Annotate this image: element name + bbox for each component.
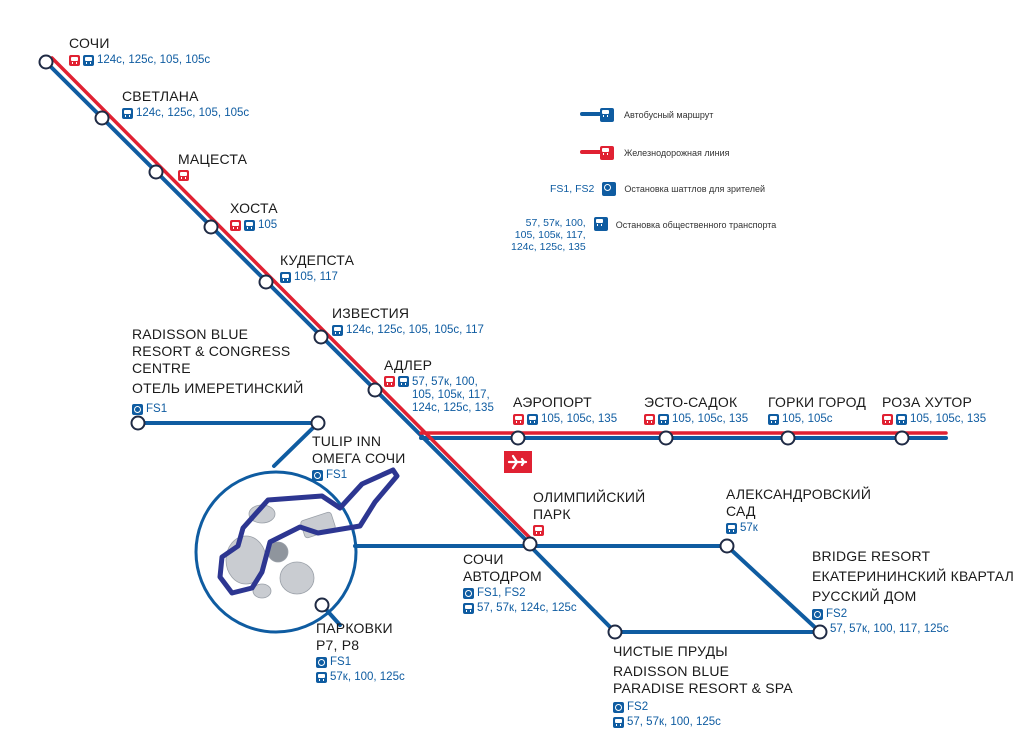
stop-gorki-gorod — [780, 430, 796, 446]
bus-icon — [463, 603, 474, 614]
stop-khosta — [203, 219, 219, 235]
train-icon — [384, 376, 395, 387]
train-icon — [644, 414, 655, 425]
bus-icon — [332, 325, 343, 336]
rail-lines — [50, 56, 948, 542]
stop-bridge-resort — [812, 624, 828, 640]
station-izvestiya: ИЗВЕСТИЯ 124с, 125с, 105, 105с, 117 — [332, 305, 484, 336]
stop-izvestiya — [313, 329, 329, 345]
train-icon — [230, 220, 241, 231]
stop-chistye-prudy — [607, 624, 623, 640]
shuttle-icon — [132, 404, 143, 415]
station-chistye-prudy: ЧИСТЫЕ ПРУДЫ RADISSON BLUE PARADISE RESO… — [613, 643, 793, 728]
stop-kudepsta — [258, 274, 274, 290]
train-icon — [178, 170, 189, 181]
station-svetlana: СВЕТЛАНА 124с, 125с, 105, 105с — [122, 88, 250, 119]
station-sochi: СОЧИ 124с, 125с, 105, 105с — [69, 35, 211, 66]
station-khosta: ХОСТА 105 — [230, 200, 278, 231]
station-adler: АДЛЕР 57, 57к, 100, 105, 105к, 117, 124с… — [384, 357, 494, 414]
bus-icon — [726, 523, 737, 534]
train-icon — [600, 146, 614, 160]
stop-radisson — [130, 415, 146, 431]
station-matsesta: МАЦЕСТА — [178, 151, 247, 181]
station-olympic-park: ОЛИМПИЙСКИЙ ПАРК — [533, 489, 645, 536]
stop-tulip-inn — [310, 415, 326, 431]
station-bridge-resort: BRIDGE RESORT ЕКАТЕРИНИНСКИЙ КВАРТАЛ РУС… — [812, 548, 1014, 635]
sad-branch — [725, 544, 822, 634]
bus-icon — [896, 414, 907, 425]
shuttle-icon — [613, 702, 624, 713]
train-icon — [513, 414, 524, 425]
shuttle-icon — [316, 657, 327, 668]
bus-icon — [593, 217, 608, 231]
stop-sochi — [38, 54, 54, 70]
train-icon — [69, 55, 80, 66]
race-track — [217, 467, 400, 596]
station-gorki-gorod: ГОРКИ ГОРОД 105, 105с — [768, 394, 867, 425]
coast-bus-line — [42, 58, 532, 546]
bus-icon — [527, 414, 538, 425]
station-airport: АЭРОПОРТ 105, 105с, 135 — [513, 394, 618, 425]
train-icon — [533, 525, 544, 536]
bus-icon — [768, 414, 779, 425]
stop-roza-khutor — [894, 430, 910, 446]
stop-svetlana — [94, 110, 110, 126]
bus-icon — [316, 672, 327, 683]
legend-public-routes: 57, 57к, 100, 105, 105к, 117, 124с, 125с… — [511, 217, 586, 253]
tulip-connector — [272, 421, 320, 468]
stop-adler — [367, 382, 383, 398]
legend-rail-line: Железнодорожная линия — [600, 146, 730, 160]
station-kudepsta: КУДЕПСТА 105, 117 — [280, 252, 355, 283]
legend-public: 57, 57к, 100, 105, 105к, 117, 124с, 125с… — [511, 217, 777, 253]
station-stops — [38, 54, 910, 640]
bus-icon — [83, 55, 94, 66]
shuttle-icon — [463, 588, 474, 599]
station-tulip-inn: TULIP INN ОМЕГА СОЧИ FS1 — [312, 433, 406, 481]
bus-icon — [122, 108, 133, 119]
shuttle-icon — [602, 182, 617, 196]
coast-rail-line — [50, 56, 534, 542]
legend-shuttle: FS1, FS2 Остановка шаттлов для зрителей — [550, 182, 766, 196]
bus-icon — [398, 376, 409, 387]
station-sochi-avtodrom: СОЧИ АВТОДРОМ FS1, FS2 57, 57к, 124с, 12… — [463, 551, 577, 614]
train-icon — [882, 414, 893, 425]
shuttle-icon — [312, 470, 323, 481]
airport-icon — [504, 451, 532, 473]
bus-icon — [658, 414, 669, 425]
stop-matsesta — [148, 164, 164, 180]
bus-icon — [244, 220, 255, 231]
bus-icon — [613, 717, 624, 728]
station-radisson-blue: RADISSON BLUE RESORT & CONGRESS CENTRE О… — [132, 326, 304, 415]
bus-icon — [600, 108, 614, 122]
stop-esto-sadok — [658, 430, 674, 446]
stop-aleksandrovsky — [719, 538, 735, 554]
shuttle-icon — [812, 609, 823, 620]
stop-olympic-park — [522, 536, 538, 552]
stop-airport — [510, 430, 526, 446]
station-roza-khutor: РОЗА ХУТОР 105, 105с, 135 — [882, 394, 987, 425]
station-esto-sadok: ЭСТО-САДОК 105, 105с, 135 — [644, 394, 749, 425]
legend-bus-route: Автобусный маршрут — [600, 108, 713, 122]
stop-parking — [314, 597, 330, 613]
bus-icon — [280, 272, 291, 283]
station-parking: ПАРКОВКИ Р7, Р8 FS1 57к, 100, 125с — [316, 620, 405, 683]
station-aleksandrovsky: АЛЕКСАНДРОВСКИЙ САД 57к — [726, 486, 872, 534]
